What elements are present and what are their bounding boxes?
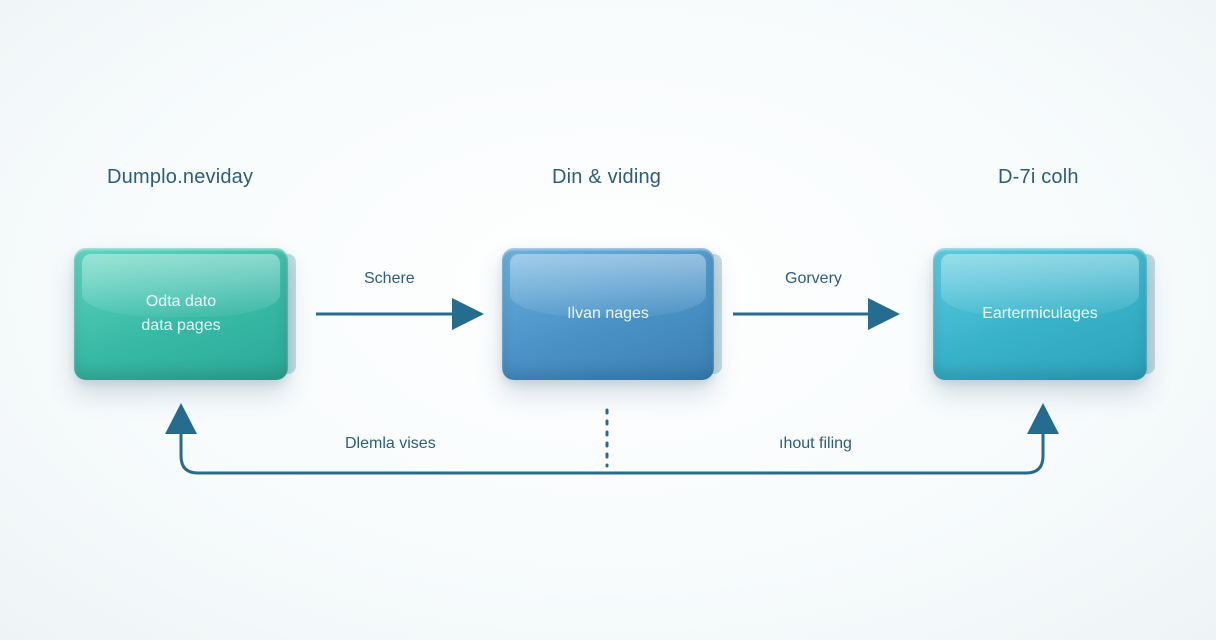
arrow-1-label: Schere: [364, 270, 415, 287]
stage-3-box[interactable]: Eartermiculages: [933, 248, 1155, 380]
stage-1-box[interactable]: Odta dato data pages: [74, 248, 296, 380]
loop-arrowhead-left: [165, 403, 197, 434]
loop-connector: [165, 403, 1059, 475]
loop-right-label: ıhout filing: [779, 435, 852, 452]
loop-arrowhead-right: [1027, 403, 1059, 434]
arrow-2-label: Gorvery: [785, 270, 842, 287]
arrow-stage1-to-stage2: [316, 298, 484, 330]
stage-1-box-label-line-2: data pages: [141, 317, 221, 334]
stage-2-box[interactable]: Ilvan nages: [502, 248, 722, 380]
stage-1-box-label: Odta dato data pages: [141, 290, 220, 338]
stage-1-box-label-line-1: Odta dato: [145, 293, 217, 310]
stage-3-title: D-7i colh: [998, 166, 1079, 188]
stage-2-box-label: Ilvan nages: [567, 302, 649, 326]
stage-3-box-label: Eartermiculages: [982, 302, 1098, 326]
loop-left-label: Dlemla vises: [345, 435, 436, 452]
arrow-stage2-to-stage3: [733, 298, 900, 330]
stage-2-box-label-line-1: Ilvan nages: [567, 305, 649, 322]
stage-2-title: Din & viding: [552, 166, 662, 188]
stage-1-title: Dumplo.neviday: [107, 166, 254, 188]
stage-3-box-label-line-1: Eartermiculages: [982, 305, 1098, 322]
